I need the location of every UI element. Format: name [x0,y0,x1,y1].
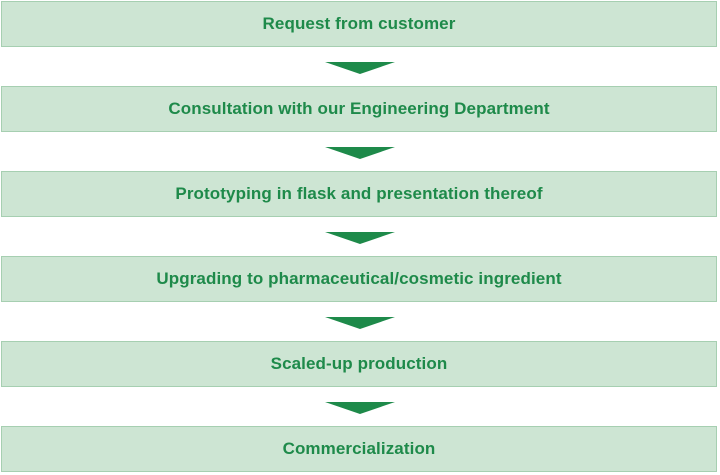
step-scaled-up-production: Scaled-up production [1,341,717,387]
down-arrow-icon [325,402,395,414]
down-arrow-icon [325,147,395,159]
step-commercialization: Commercialization [1,426,717,472]
step-upgrading-ingredient: Upgrading to pharmaceutical/cosmetic ing… [1,256,717,302]
step-consultation-engineering: Consultation with our Engineering Depart… [1,86,717,132]
step-request-from-customer: Request from customer [1,1,717,47]
down-arrow-icon [325,62,395,74]
down-arrow-icon [325,232,395,244]
step-prototyping: Prototyping in flask and presentation th… [1,171,717,217]
down-arrow-icon [325,317,395,329]
